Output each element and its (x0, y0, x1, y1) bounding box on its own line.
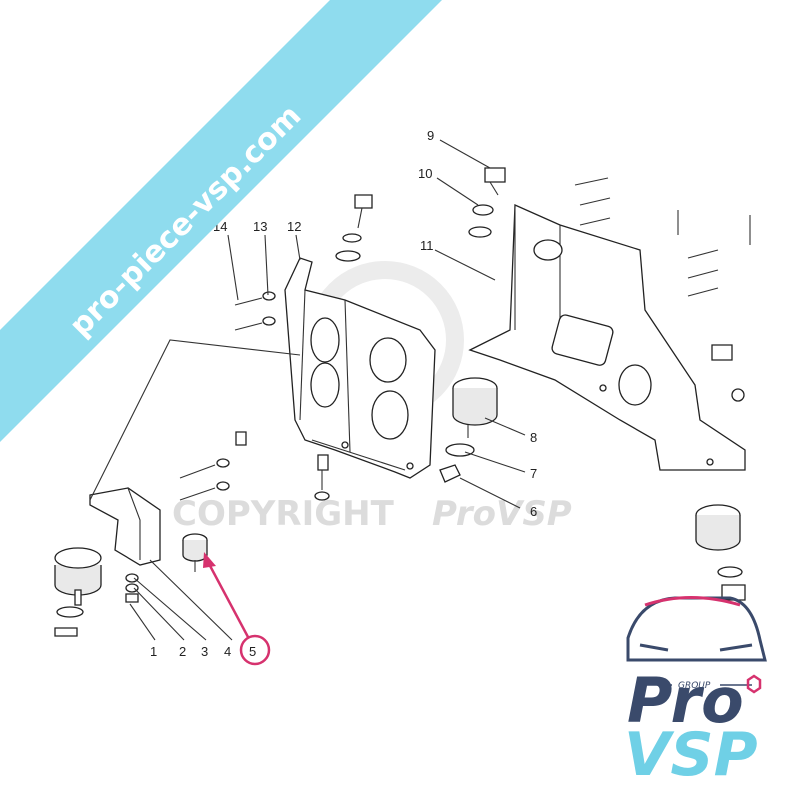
highlight-circle (239, 634, 271, 666)
callout-4: 4 (224, 644, 231, 659)
left-bracket (284, 257, 436, 479)
logo-vsp-text: VSP (624, 720, 758, 790)
callout-2: 2 (179, 644, 186, 659)
callout-11: 11 (420, 238, 434, 253)
rubber-mounts (54, 344, 746, 637)
callouts: 1 2 3 4 5 6 7 8 9 10 11 12 13 14 (150, 128, 537, 659)
callout-9: 9 (427, 128, 434, 143)
callout-12: 12 (287, 219, 301, 234)
fasteners (125, 167, 751, 603)
watermark-copyright: COPYRIGHT (172, 494, 395, 534)
highlight-arrow-head (203, 552, 216, 568)
callout-10: 10 (418, 166, 432, 181)
banner-text: pro-piece-vsp.com (63, 98, 308, 343)
callout-7: 7 (530, 466, 537, 481)
callout-5: 5 (249, 644, 256, 659)
highlight-arrow-line (206, 561, 250, 638)
right-bracket (468, 204, 746, 471)
callout-13: 13 (253, 219, 267, 234)
logo-hex-icon (746, 674, 762, 694)
provsp-logo: GROUP Pro VSP (624, 596, 767, 790)
mount-part-8 (439, 377, 498, 483)
logo-car-outline (626, 596, 767, 662)
mount-part-5 (182, 533, 208, 572)
callout-3: 3 (201, 644, 208, 659)
logo-group-text: GROUP (678, 681, 711, 691)
callout-8: 8 (530, 430, 537, 445)
logo-car-lights (639, 643, 753, 652)
logo-car-roof (644, 596, 741, 607)
banner-band (0, 0, 442, 442)
mount-right (695, 344, 746, 601)
mount-left (54, 547, 102, 637)
leader-lines (89, 139, 526, 641)
callout-1: 1 (150, 644, 157, 659)
callout-6: 6 (530, 504, 537, 519)
highlight-part-5 (203, 552, 271, 666)
logo-pro-text: Pro (627, 664, 744, 737)
watermark-provsp: ProVSP (432, 494, 572, 534)
small-bracket (89, 487, 161, 566)
